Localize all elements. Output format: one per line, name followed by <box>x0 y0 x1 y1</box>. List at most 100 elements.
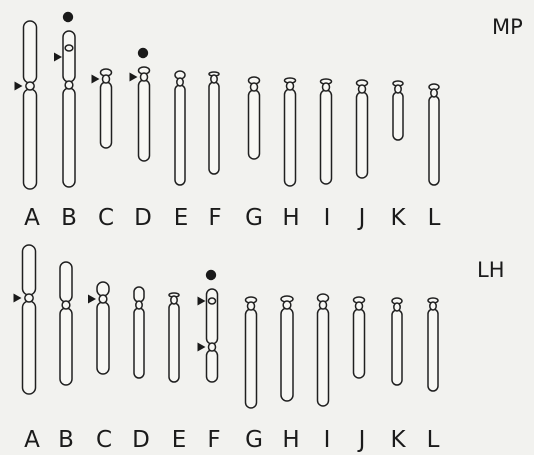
centromere <box>177 78 183 86</box>
long-arm <box>281 308 293 401</box>
centromere <box>26 82 34 90</box>
chromosome-label-mp-f: F <box>208 205 221 231</box>
long-arm <box>392 310 402 385</box>
chromosome-label-mp-a: A <box>24 205 40 231</box>
long-arm <box>97 302 109 374</box>
long-arm <box>101 82 112 148</box>
centromere <box>394 303 400 311</box>
chromosome-label-mp-d: D <box>134 205 152 231</box>
long-arm <box>63 88 75 187</box>
arrowhead-marker <box>130 73 138 82</box>
long-arm <box>318 308 329 406</box>
arrowhead-marker <box>92 75 100 84</box>
arrowhead-marker <box>54 53 62 62</box>
long-arm <box>139 80 150 161</box>
long-arm <box>354 309 365 378</box>
chromosome-label-lh-d: D <box>132 427 150 453</box>
centromere <box>431 89 437 97</box>
long-arm <box>321 90 332 184</box>
centromere <box>140 73 147 81</box>
short-arm <box>134 287 144 302</box>
chromosome-label-mp-c: C <box>98 205 114 231</box>
secondary-constriction <box>208 298 215 304</box>
centromere <box>250 83 257 91</box>
long-arm <box>209 82 219 174</box>
long-arm <box>207 350 218 382</box>
chromosome-lh-c: C <box>88 282 112 453</box>
chromosome-lh-g: G <box>245 297 263 453</box>
chromosome-lh-j: J <box>354 297 366 453</box>
arrowhead-marker <box>198 297 206 306</box>
chromosome-lh-f: F <box>198 270 221 453</box>
centromere <box>136 301 142 309</box>
centromere <box>208 343 215 351</box>
centromere <box>358 85 365 93</box>
long-arm <box>249 90 260 159</box>
long-arm <box>428 309 438 391</box>
long-arm <box>393 92 403 140</box>
chromosome-mp-l: L <box>428 84 441 231</box>
short-arm <box>63 31 75 82</box>
chromosome-label-lh-l: L <box>427 427 440 453</box>
centromere <box>25 294 33 302</box>
row-label-mp: MP <box>492 15 523 39</box>
chromosome-label-mp-h: H <box>282 205 299 231</box>
chromosome-mp-b: B <box>54 12 77 231</box>
long-arm <box>60 308 72 385</box>
chromosome-mp-i: I <box>321 79 332 231</box>
row-label-lh: LH <box>477 258 505 282</box>
chromosome-mp-d: D <box>130 48 152 231</box>
chromosome-mp-f: F <box>208 72 221 231</box>
long-arm <box>134 308 144 378</box>
chromosome-label-mp-j: J <box>357 205 366 231</box>
centromere <box>65 81 73 89</box>
arrowhead-marker <box>15 82 23 91</box>
chromosome-label-lh-k: K <box>390 427 406 453</box>
chromosome-lh-k: K <box>390 298 406 453</box>
chromosome-mp-h: H <box>282 78 299 231</box>
chromosome-lh-l: L <box>427 298 440 453</box>
short-arm <box>60 262 72 302</box>
long-arm <box>357 92 368 178</box>
chromosome-lh-d: D <box>132 287 150 453</box>
short-arm <box>97 282 109 296</box>
chromosome-mp-a: A <box>15 21 41 231</box>
long-arm <box>169 303 179 382</box>
centromere <box>355 302 362 310</box>
chromosome-label-lh-c: C <box>96 427 112 453</box>
short-arm <box>23 245 36 295</box>
chromosome-label-lh-h: H <box>282 427 299 453</box>
centromere <box>430 302 436 310</box>
chromosome-mp-k: K <box>390 81 406 231</box>
chromosome-label-lh-a: A <box>24 427 40 453</box>
centromere <box>319 301 326 309</box>
chromosome-label-lh-b: B <box>58 427 74 453</box>
chromosome-label-lh-j: J <box>357 427 366 453</box>
chromosome-mp-e: E <box>174 71 189 231</box>
long-arm <box>23 301 36 394</box>
chromosome-lh-e: E <box>169 293 186 453</box>
chromosome-label-lh-g: G <box>245 427 263 453</box>
chromosome-mp-c: C <box>92 69 115 231</box>
centromere <box>99 295 107 303</box>
centromere <box>247 302 254 310</box>
chromosome-lh-b: B <box>58 262 74 453</box>
chromosome-label-mp-l: L <box>428 205 441 231</box>
centromere <box>322 83 329 91</box>
satellite-dot <box>138 48 148 58</box>
secondary-constriction <box>65 45 73 51</box>
satellite-dot <box>63 12 73 22</box>
centromere <box>171 296 177 304</box>
chromosome-label-lh-e: E <box>172 427 187 453</box>
chromosome-label-mp-b: B <box>61 205 77 231</box>
arrowhead-marker <box>198 343 206 352</box>
long-arm <box>246 309 257 408</box>
centromere <box>62 301 70 309</box>
long-arm <box>429 96 439 185</box>
chromosome-lh-a: A <box>14 245 41 453</box>
long-arm <box>285 89 296 186</box>
chromosome-lh-h: H <box>281 296 300 453</box>
arrowhead-marker <box>88 295 96 304</box>
long-arm <box>24 89 37 189</box>
